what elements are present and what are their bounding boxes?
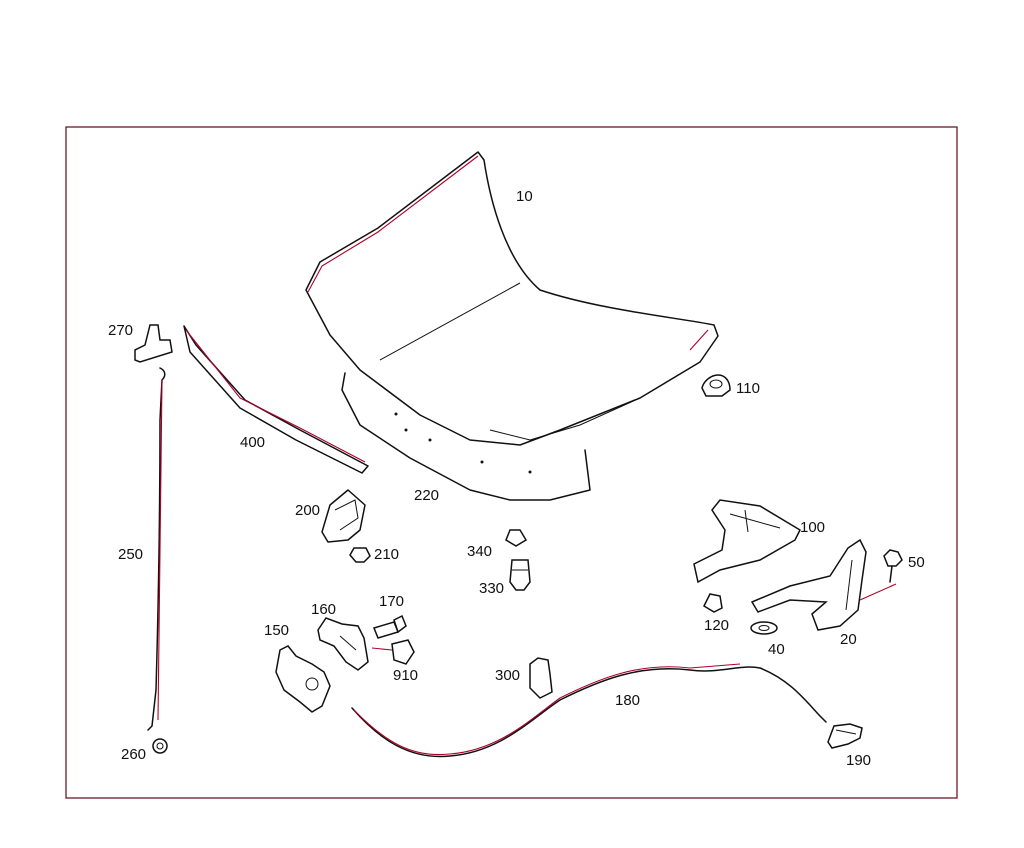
- nut-part[interactable]: [505, 529, 528, 547]
- label-150: 150: [264, 622, 289, 639]
- bolt-part[interactable]: [859, 549, 903, 601]
- hinge-cover-part[interactable]: [693, 499, 801, 584]
- side-seal-part[interactable]: [183, 325, 369, 474]
- label-100: 100: [800, 519, 825, 536]
- label-270: 270: [108, 322, 133, 339]
- label-250: 250: [118, 546, 143, 563]
- label-200: 200: [295, 502, 320, 519]
- diagram-frame: [65, 126, 958, 799]
- label-210: 210: [374, 546, 399, 563]
- label-160: 160: [311, 601, 336, 618]
- label-910: 910: [393, 667, 418, 684]
- label-110: 110: [736, 380, 760, 397]
- release-handle-part[interactable]: [827, 723, 863, 749]
- label-10: 10: [516, 188, 533, 205]
- label-260: 260: [121, 746, 146, 763]
- label-300: 300: [495, 667, 520, 684]
- hinge-part[interactable]: [750, 538, 867, 631]
- cover-clip-part[interactable]: [371, 639, 415, 665]
- hood-part[interactable]: [305, 151, 719, 446]
- label-120: 120: [704, 617, 729, 634]
- label-220: 220: [414, 487, 439, 504]
- label-330: 330: [479, 580, 504, 597]
- cable-holder-part[interactable]: [529, 657, 553, 699]
- label-40: 40: [768, 641, 785, 658]
- washer-part[interactable]: [750, 621, 778, 635]
- label-50: 50: [908, 554, 925, 571]
- plug-part[interactable]: [703, 593, 723, 613]
- label-400: 400: [240, 434, 265, 451]
- bumper-stop-part[interactable]: [701, 374, 731, 397]
- support-rod-part[interactable]: [147, 367, 166, 731]
- bracket-part[interactable]: [321, 489, 366, 543]
- grommet-part[interactable]: [152, 738, 168, 754]
- screw-part[interactable]: [372, 614, 407, 639]
- label-190: 190: [846, 752, 871, 769]
- label-340: 340: [467, 543, 492, 560]
- clip-part[interactable]: [349, 547, 371, 563]
- label-170: 170: [379, 593, 404, 610]
- lock-upper-part[interactable]: [317, 617, 369, 671]
- label-20: 20: [840, 631, 857, 648]
- release-cable-part[interactable]: [351, 663, 827, 758]
- hood-seal-part[interactable]: [341, 372, 591, 501]
- rod-holder-part[interactable]: [134, 324, 173, 363]
- lock-lower-part[interactable]: [275, 645, 331, 713]
- buffer-part[interactable]: [509, 559, 531, 591]
- label-180: 180: [615, 692, 640, 709]
